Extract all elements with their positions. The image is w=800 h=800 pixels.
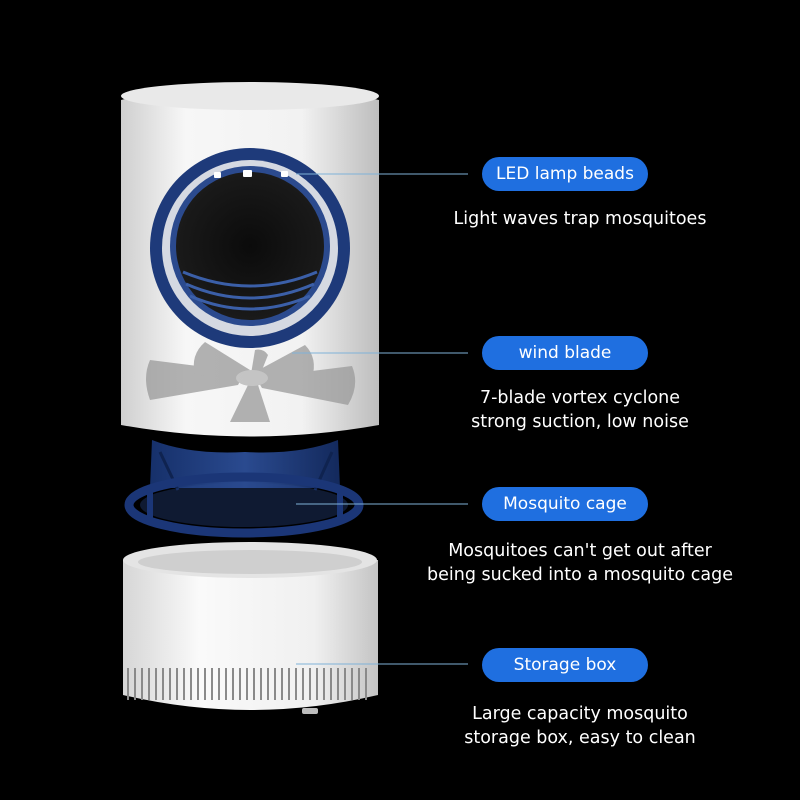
led-ring [150, 148, 350, 348]
label-mosquito-cage: Mosquito cage [482, 487, 648, 521]
description-mosquito-cage: Mosquitoes can't get out after being suc… [427, 541, 733, 585]
storage-base [123, 542, 378, 714]
label-wind-blade: wind blade [482, 336, 648, 370]
label-led-lamp-beads: LED lamp beads [482, 157, 648, 191]
label-storage-box: Storage box [482, 648, 648, 682]
led-bead-icon [214, 170, 288, 178]
description-led-lamp-beads: Light waves trap mosquitoes [453, 209, 707, 229]
description-wind-blade: 7-blade vortex cyclone strong suction, l… [471, 388, 689, 432]
fan-blade-icon [146, 342, 356, 422]
description-storage-box: Large capacity mosquito storage box, eas… [464, 704, 696, 748]
